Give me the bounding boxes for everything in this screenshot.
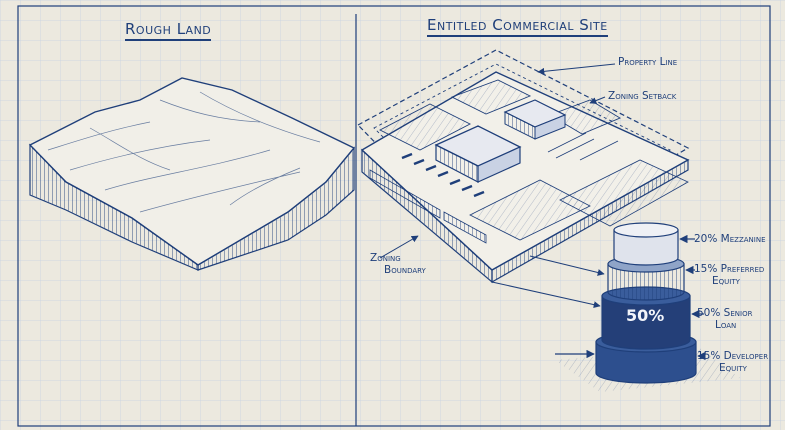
property-line <box>357 49 690 263</box>
stack-label-preferred-equity: 15% Preferred Equity <box>694 263 764 287</box>
small-building <box>503 99 567 140</box>
rough-land-block <box>28 77 356 271</box>
stack-label-senior-loan: 50% Senior Loan <box>697 307 752 331</box>
stack-tier-mezzanine <box>613 222 679 266</box>
stack-label-developer-equity: 15% Developer Equity <box>697 350 768 374</box>
stack-label-mezzanine-line-1: 20% Mezzanine <box>694 233 766 245</box>
drawing-frame <box>17 5 771 427</box>
right-panel-title: Entitled Commercial Site <box>427 16 608 37</box>
stack-label-preferred-line-1: 15% Preferred <box>694 263 765 275</box>
capital-stack <box>555 222 740 392</box>
entitled-site-plan <box>357 49 690 284</box>
stack-label-preferred-line-2: Equity <box>712 275 740 287</box>
callout-property-line: Property Line <box>618 56 678 68</box>
stack-center-label: 50% <box>626 306 665 325</box>
stack-label-senior-line-2: Loan <box>715 319 737 331</box>
zoning-boundary-line-2: Boundary <box>384 264 426 276</box>
left-panel-title: Rough Land <box>125 20 212 41</box>
callout-zoning-setback: Zoning Setback <box>608 90 677 102</box>
zoning-boundary-line-1: Zoning <box>370 252 401 264</box>
callout-zoning-boundary: Zoning Boundary <box>370 252 426 276</box>
stack-label-developer-line-1: 15% Developer <box>697 350 769 362</box>
commercial-building <box>434 125 522 183</box>
stack-label-developer-line-2: Equity <box>719 362 747 374</box>
stack-label-mezzanine: 20% Mezzanine <box>694 233 766 245</box>
stack-label-senior-line-1: 50% Senior <box>697 307 753 319</box>
